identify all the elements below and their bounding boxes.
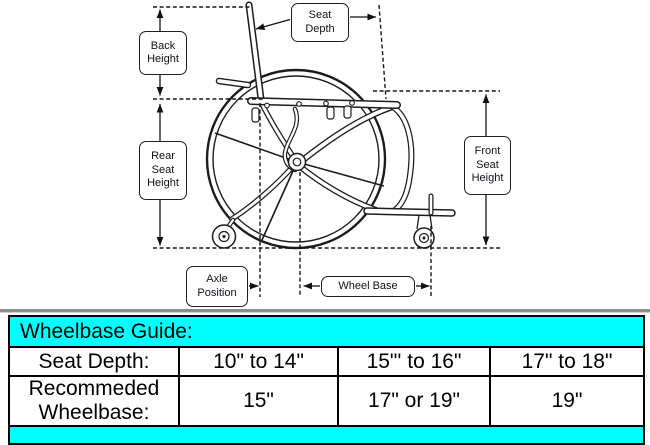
front-seat-height-text: Front Seat Height: [471, 145, 504, 185]
table-row: Seat Depth: 10" to 14" 15"' to 16" 17" t…: [8, 346, 646, 377]
wheel-hub-icon: [287, 152, 307, 172]
front-seat-height-label: Front Seat Height: [464, 136, 511, 195]
wheelchair-diagram: [153, 1, 500, 297]
rear-seat-height-label: Rear Seat Height: [139, 141, 187, 200]
cell-value: 15"' to 16": [337, 346, 491, 377]
rear-caster-icon: [211, 217, 237, 249]
front-caster-icon: [413, 214, 435, 249]
axle-position-text: Axle Position: [197, 273, 237, 299]
back-height-label: Back Height: [139, 31, 187, 75]
row-label: Recommeded Wheelbase:: [8, 375, 180, 427]
reference-lines: [153, 4, 500, 297]
cell-value: 15": [178, 375, 339, 427]
row-label: Seat Depth:: [8, 346, 180, 377]
horizontal-separator-highlight: [0, 312, 650, 313]
seat-hardware: [251, 100, 355, 123]
rear-seat-height-text: Rear Seat Height: [147, 150, 179, 190]
cell-value: 19": [488, 375, 646, 427]
wheel-base-label: Wheel Base: [321, 276, 415, 297]
horizontal-separator: [0, 309, 650, 312]
seat-depth-text: Seat Depth: [305, 9, 335, 35]
rear-wheel-icon: [205, 68, 387, 250]
table-row: Recommeded Wheelbase: 15" 17" or 19" 19": [8, 375, 646, 427]
cell-value: 17" to 18": [488, 346, 646, 377]
axle-position-label: Axle Position: [186, 266, 248, 307]
cell-value: 17" or 19": [337, 375, 491, 427]
table-partial-row: [7, 425, 646, 445]
partial-cyan-row: [7, 425, 646, 445]
back-height-text: Back Height: [147, 39, 179, 65]
seat-depth-label: Seat Depth: [291, 3, 349, 42]
table-title: Wheelbase Guide:: [7, 315, 646, 348]
wheel-base-text: Wheel Base: [338, 279, 398, 292]
table-header-row: Wheelbase Guide:: [7, 315, 646, 348]
cell-value: 10" to 14": [178, 346, 339, 377]
wheelbase-guide-table: Wheelbase Guide: Seat Depth: 10" to 14" …: [7, 315, 646, 445]
